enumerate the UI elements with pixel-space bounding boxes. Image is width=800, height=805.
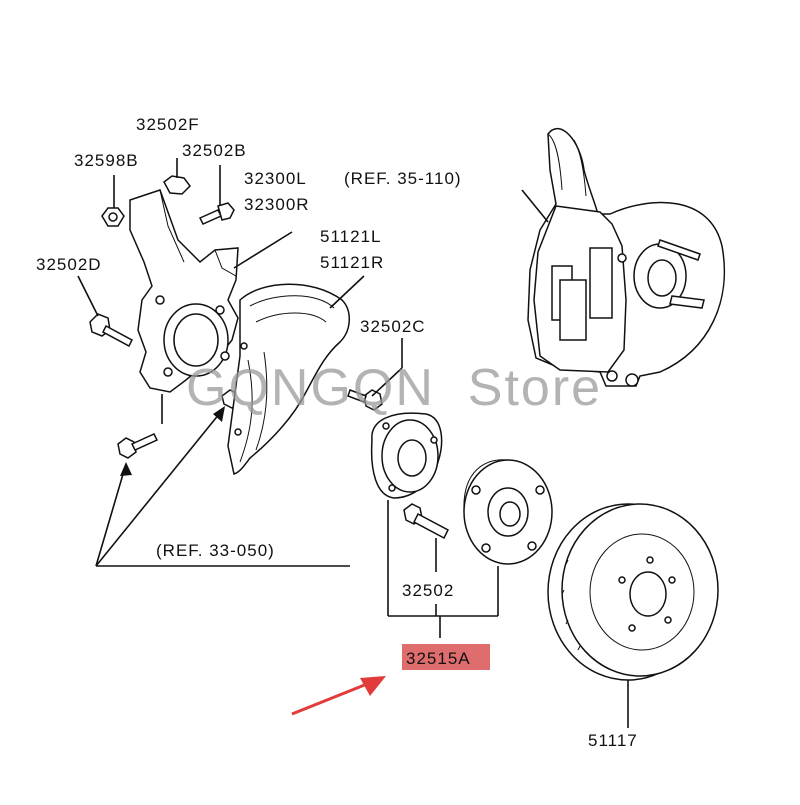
hub-bearing [370,412,443,499]
assembly-bracket [387,500,499,638]
label-32502d: 32502D [36,255,102,274]
part-labels: 32502F 32598B 32502B 32300L 32300R 32502… [36,115,638,750]
bolt-32502 [403,503,449,572]
bolt-32502f [163,158,191,195]
watermark: GQNGQN Store [186,359,602,417]
label-51121l: 51121L [320,227,381,246]
label-32300l: 32300L [244,169,307,188]
label-32502: 32502 [402,581,454,600]
ref33-leaders [95,406,350,567]
label-32502c: 32502C [360,317,426,336]
label-ref-35-110: (REF. 35-110) [344,169,462,188]
nut-32598b [101,175,125,227]
bolt-32502d [77,275,133,348]
bolt-32502b [198,165,235,225]
label-51121r: 51121R [320,253,384,272]
label-51117: 51117 [588,731,638,750]
label-32598b: 32598B [74,151,139,170]
bolt-lower [117,394,163,459]
dust-shield [227,275,365,475]
label-32515a: 32515A [406,649,471,668]
highlight-32515a: 32515A [402,644,490,670]
leader-32300 [233,231,293,269]
wheel-hub [463,459,553,565]
red-arrow [291,676,386,716]
label-ref-33-050: (REF. 33-050) [156,541,275,560]
label-32300r: 32300R [244,195,310,214]
steering-knuckle [129,189,239,393]
brake-disc [547,503,719,728]
bolt-32502c [347,338,403,411]
label-32502b: 32502B [182,141,247,160]
label-32502f: 32502F [136,115,200,134]
brake-caliper-assembly [521,127,726,387]
